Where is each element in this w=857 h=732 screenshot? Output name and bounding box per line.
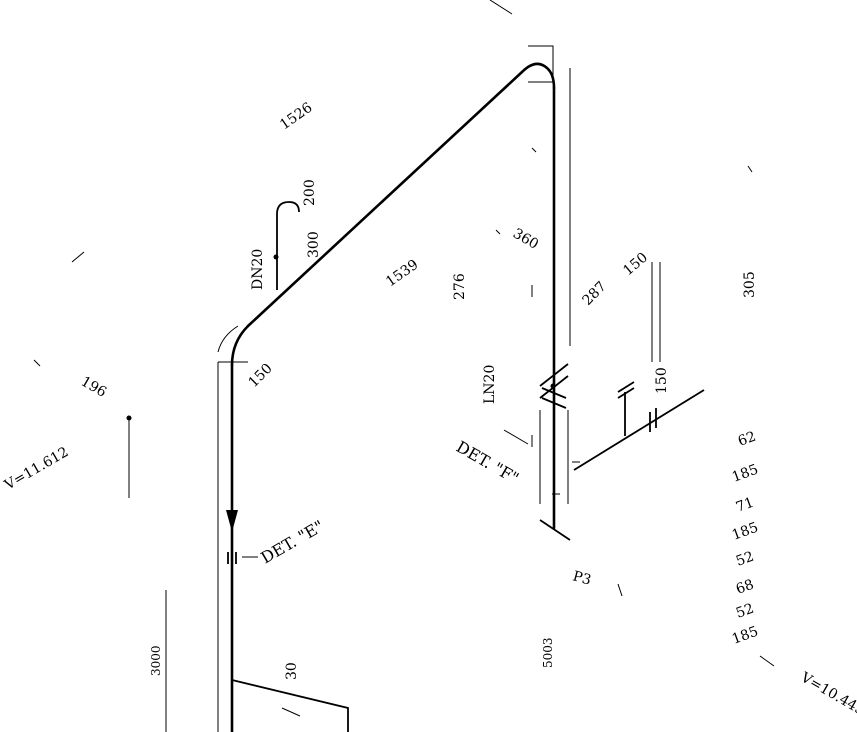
dim-300: 300: [306, 231, 322, 258]
right-branch-tee-mark: [617, 381, 635, 399]
stray-mark-4: [617, 583, 623, 597]
dim-5003: 5003: [541, 637, 555, 668]
dim-150-top: 150: [620, 250, 651, 279]
tag-ln20: LN20: [482, 365, 498, 404]
bottom-branch-pipe: [231, 679, 349, 732]
dim-30: 30: [284, 662, 300, 680]
stray-mark-1: [489, 0, 513, 15]
left-bend-extension: [217, 325, 239, 353]
dim-185-c: 185: [730, 624, 761, 648]
elevation-left: V=11.612: [1, 444, 71, 494]
det-f-leader: [503, 429, 529, 445]
dim-185-b: 185: [730, 520, 761, 544]
elevation-right: V=10.445: [797, 669, 857, 719]
dimension-196-dot: [126, 415, 132, 421]
dim-52-a: 52: [734, 549, 756, 570]
right-branch-pipe: [573, 389, 705, 471]
stray-mark-8: [495, 229, 501, 235]
tag-p3: P3: [571, 568, 593, 588]
dn20-branch-dot: [273, 254, 279, 260]
dim-1539: 1539: [383, 257, 421, 291]
dim-150-left: 150: [246, 361, 276, 391]
dim-52-b: 52: [734, 601, 756, 622]
dim-200: 200: [302, 179, 318, 206]
stray-mark-7: [747, 165, 753, 173]
stray-mark-2: [71, 251, 85, 263]
dim-150-valve: 150: [654, 367, 670, 394]
p3-end-cap: [539, 519, 571, 541]
main-pipe-diagonal: [246, 70, 524, 328]
right-branch-flange: [649, 408, 657, 432]
dim-276: 276: [452, 273, 468, 300]
tag-dn20: DN20: [250, 249, 266, 290]
stray-mark-9: [531, 147, 537, 153]
stray-mark-5: [759, 655, 775, 667]
dim-3000: 3000: [149, 645, 163, 676]
stray-mark-6: [281, 707, 301, 717]
dim-196: 196: [78, 374, 109, 401]
main-pipe-top-bend: [520, 62, 556, 90]
dim-71: 71: [734, 495, 756, 516]
det-e-flange: [227, 552, 237, 564]
dim-287: 287: [580, 279, 610, 309]
det-f-extension: [539, 410, 569, 504]
det-f-label: DET. "F": [453, 437, 522, 488]
stray-mark-3: [33, 359, 41, 367]
dim-1526: 1526: [277, 100, 315, 134]
det-e-label: DET. "E": [258, 516, 328, 567]
det-f-valve-dot: [550, 383, 556, 389]
dim-360: 360: [510, 226, 541, 253]
dn20-vent-pipe: [276, 201, 300, 290]
top-bend-extension: [528, 45, 554, 83]
flow-direction-arrow: [226, 510, 238, 532]
dim-305: 305: [742, 271, 758, 298]
dim-68: 68: [734, 577, 756, 598]
dim-185-a: 185: [730, 462, 761, 486]
right-branch-vertical-lines: [651, 262, 661, 362]
main-pipe-lower-bend: [230, 324, 250, 367]
dim-62-a: 62: [736, 429, 758, 450]
